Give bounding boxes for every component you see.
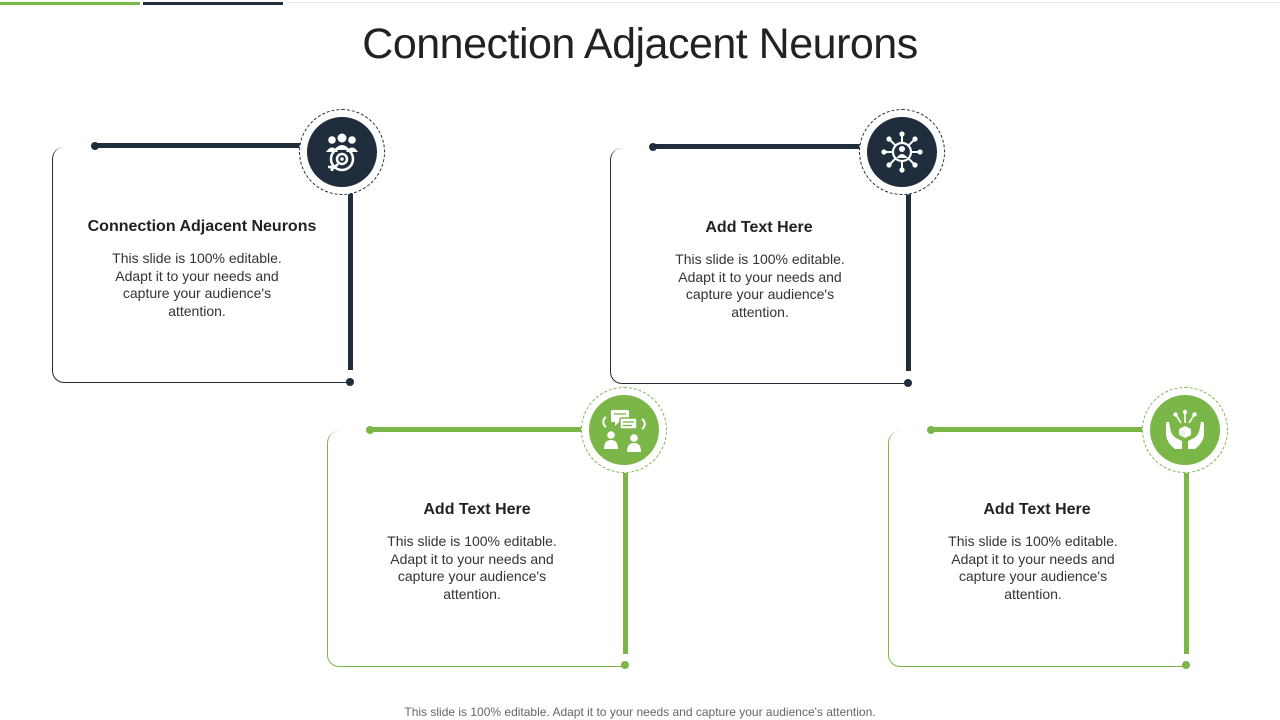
icon-badge: [1142, 387, 1228, 473]
card-bottom-dot: [346, 378, 354, 386]
card-body: This slide is 100% editable. Adapt it to…: [387, 533, 557, 602]
accent-line-green: [0, 2, 140, 5]
card-title: Add Text Here: [423, 501, 531, 518]
card-title: Connection Adjacent Neurons: [87, 218, 317, 235]
card-side-bar: [623, 473, 628, 654]
card-top-dot: [927, 426, 935, 434]
footer-note: This slide is 100% editable. Adapt it to…: [404, 705, 876, 719]
card-side-bar: [906, 192, 911, 371]
card-side-bar: [348, 190, 353, 370]
card-top-bar: [96, 143, 306, 148]
card-body: This slide is 100% editable. Adapt it to…: [675, 251, 845, 320]
card-title: Add Text Here: [983, 501, 1091, 518]
card-title: Add Text Here: [705, 219, 813, 236]
icon-badge: [299, 109, 385, 195]
icon-badge: [859, 109, 945, 195]
card-bottom-dot: [1182, 661, 1190, 669]
card-frame: [52, 147, 350, 383]
accent-line-gray: [286, 2, 1280, 3]
card-top-bar: [371, 427, 583, 432]
card-frame: [327, 431, 625, 667]
hands-care-icon: [1150, 395, 1220, 465]
slide-title: Connection Adjacent Neurons: [362, 20, 918, 68]
network-person-icon: [867, 117, 937, 187]
card-bottom-dot: [904, 379, 912, 387]
card-top-dot: [649, 143, 657, 151]
card-body: This slide is 100% editable. Adapt it to…: [948, 533, 1118, 602]
card-top-dot: [366, 426, 374, 434]
discussion-icon: [589, 395, 659, 465]
card-side-bar: [1184, 473, 1189, 654]
icon-badge: [581, 387, 667, 473]
card-top-dot: [91, 142, 99, 150]
card-top-bar: [654, 144, 866, 149]
accent-line-navy: [143, 2, 283, 5]
team-target-icon: [307, 117, 377, 187]
card-top-bar: [932, 427, 1144, 432]
card-bottom-dot: [621, 661, 629, 669]
card-body: This slide is 100% editable. Adapt it to…: [112, 250, 282, 319]
card-frame: [888, 431, 1186, 667]
card-frame: [610, 148, 908, 384]
